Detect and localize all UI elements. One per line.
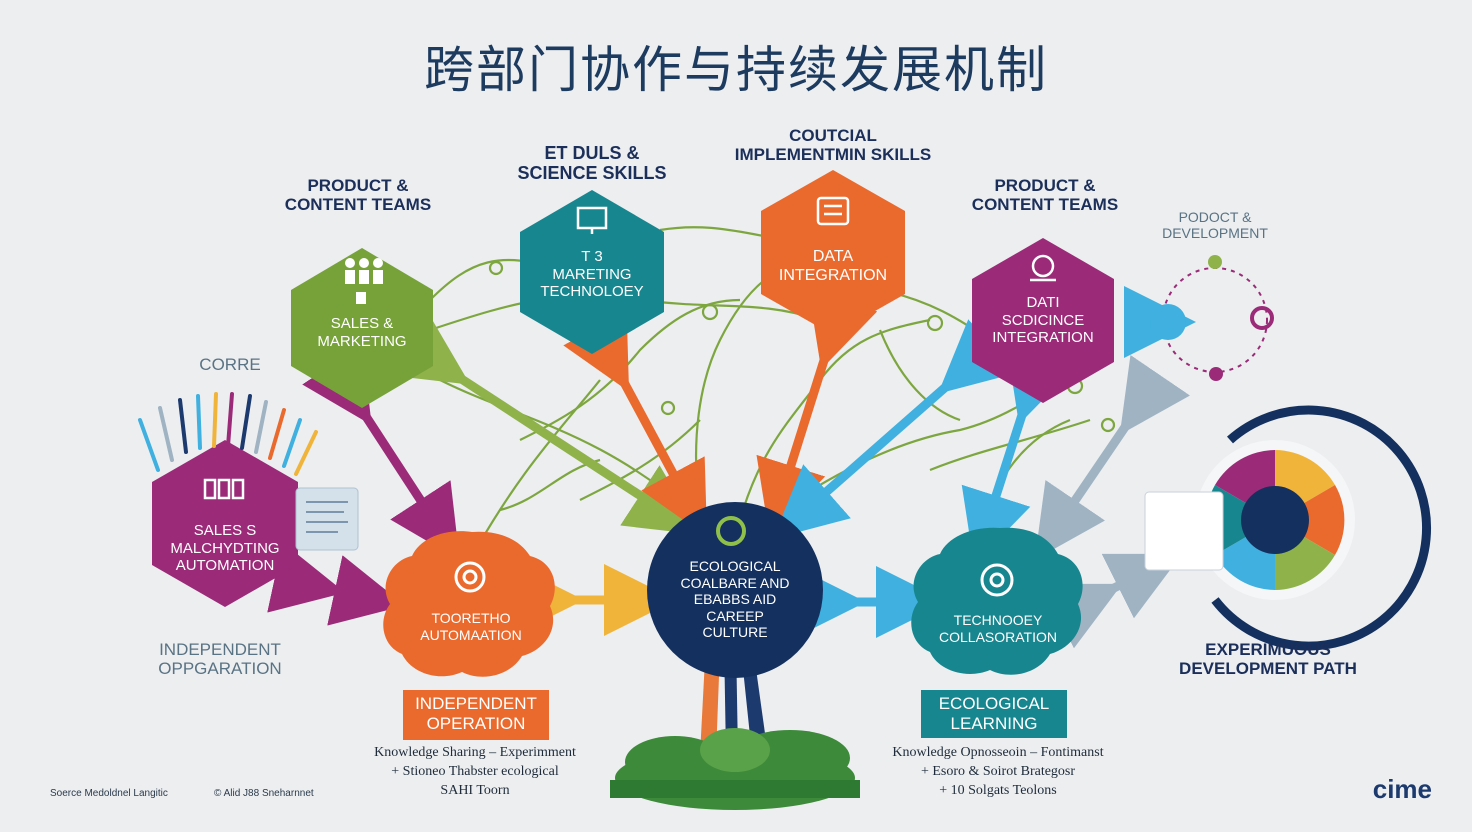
globe-gear-icon bbox=[980, 563, 1014, 597]
tag-independent-operation: INDEPENDENT OPERATION bbox=[415, 694, 537, 734]
footnote-right: Knowledge Opnosseoin – Fontimanst + Esor… bbox=[892, 745, 1104, 798]
document-card bbox=[295, 487, 359, 551]
label-independent-left: INDEPENDENT OPPGARATION bbox=[158, 640, 282, 679]
monitor-icon bbox=[576, 206, 608, 234]
hex-sales-marketing[interactable] bbox=[291, 248, 433, 408]
arrow-right-tech bbox=[1034, 354, 1191, 560]
label-experimuous: EXPERIMUOUS DEVELOPMENT PATH bbox=[1179, 640, 1357, 679]
tag-independent-operation-box bbox=[403, 690, 549, 740]
development-cycle bbox=[1150, 255, 1274, 381]
circle-ecological[interactable] bbox=[647, 502, 823, 678]
ecological-icon bbox=[716, 516, 746, 546]
hex-sales-automation[interactable] bbox=[152, 440, 298, 607]
hex-data-integration[interactable] bbox=[761, 170, 905, 335]
gear-icon bbox=[454, 561, 486, 593]
arrow-automation-toretho bbox=[267, 542, 406, 626]
servers-icon bbox=[203, 478, 245, 500]
label-product-content-right: PRODUCT & CONTENT TEAMS bbox=[971, 176, 1119, 215]
blob-toretho[interactable] bbox=[383, 531, 555, 677]
node-data-science-text: DATI SCDICINCE INTEGRATION bbox=[992, 294, 1094, 347]
tag-ecological-learning-box bbox=[921, 690, 1067, 738]
arrow-marketing-eco bbox=[563, 311, 708, 537]
label-product-content-left: PRODUCT & CONTENT TEAMS bbox=[284, 176, 432, 215]
node-data-integration-text: DATA INTEGRATION bbox=[778, 248, 888, 284]
corre-fan bbox=[138, 392, 318, 476]
credit-text: © Alid J88 Sneharnnet bbox=[214, 788, 314, 799]
hex-marketing-tech[interactable] bbox=[520, 190, 664, 354]
node-sales-marketing-text: SALES & MARKETING bbox=[317, 315, 407, 350]
arrow-sales-eco bbox=[390, 315, 701, 535]
node-ecological-text: ECOLOGICAL COALBARE AND EBABBS AID CAREE… bbox=[680, 558, 790, 641]
label-product-development: PODOCT & DEVELOPMENT bbox=[1162, 209, 1268, 241]
hex-data-science[interactable] bbox=[972, 238, 1114, 403]
arrow-data-eco bbox=[756, 289, 878, 535]
node-toretho-text: TOORETHO AUTOMAATION bbox=[420, 610, 522, 643]
arrow-science-tech bbox=[961, 344, 1076, 565]
database-icon bbox=[816, 196, 850, 226]
brand-logo: cime bbox=[1372, 774, 1432, 804]
node-marketing-tech-text: T 3 MARETING TECHNOLOEY bbox=[540, 248, 644, 301]
footnote-left: Knowledge Sharing – Experimment + Stione… bbox=[374, 745, 576, 798]
node-sales-automation-text: SALES S MALCHYDTING AUTOMATION bbox=[170, 522, 280, 575]
label-et-duls: ET DULS & SCIENCE SKILLS bbox=[517, 143, 667, 184]
tree-base-bush bbox=[610, 728, 860, 810]
connector-arrows bbox=[267, 286, 1196, 649]
experiment-wheel bbox=[1144, 405, 1432, 651]
tag-ecological-learning: ECOLOGICAL LEARNING bbox=[938, 694, 1050, 734]
label-corre: CORRE bbox=[199, 355, 261, 374]
label-coutcial: COUTCIAL IMPLEMENTMIN SKILLS bbox=[734, 126, 932, 165]
headset-icon bbox=[1030, 254, 1056, 282]
blob-tech-collab[interactable] bbox=[911, 527, 1083, 675]
node-tech-collab-text: TECHNOOEY COLLASORATION bbox=[939, 612, 1057, 645]
page-title: 跨部门协作与持续发展机制 bbox=[424, 41, 1048, 99]
source-text: Soerce Medoldnel Langitic bbox=[50, 788, 168, 799]
arrow-tech-cycle bbox=[1041, 553, 1183, 649]
arrow-sales-toretho bbox=[302, 345, 460, 561]
arrow-science-eco bbox=[772, 319, 1016, 539]
people-icon bbox=[345, 258, 383, 304]
